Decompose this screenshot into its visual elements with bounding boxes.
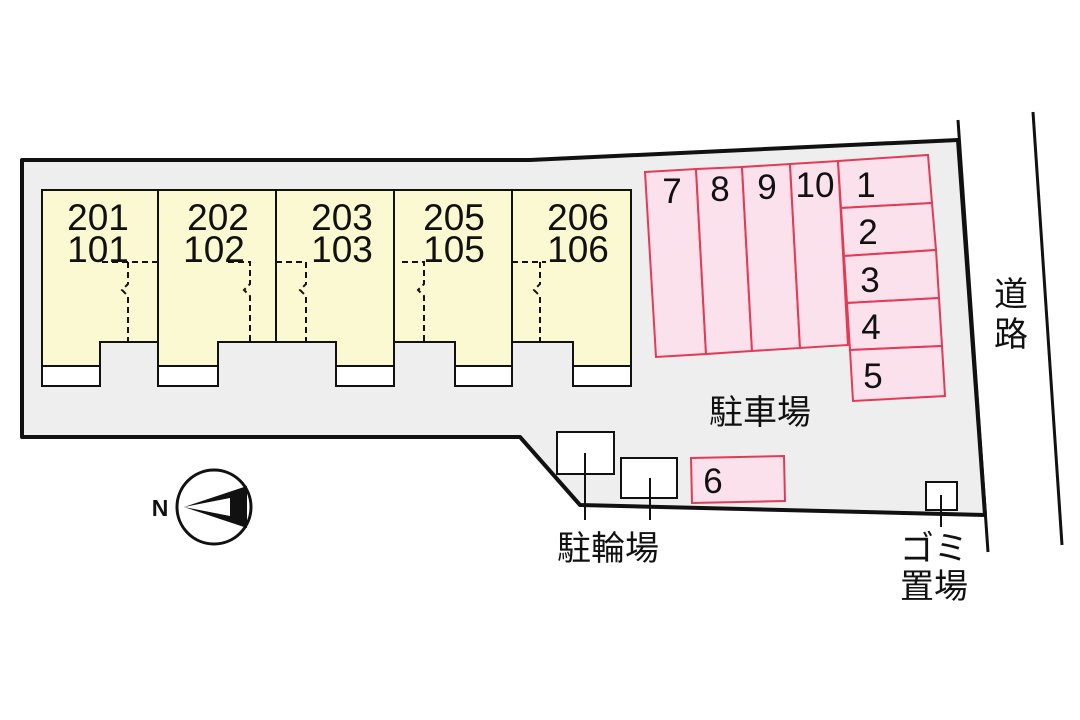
parking-vertical-group	[643, 159, 850, 359]
parking-slot-10	[788, 159, 850, 350]
unit-2-upper-label: 202	[187, 197, 249, 238]
parking-slot-2	[839, 201, 938, 258]
compass-north-label: N	[152, 495, 169, 521]
unit-4-lower-label: 105	[423, 229, 485, 270]
road-label-line2: 路	[994, 315, 1028, 355]
parking-slot-9-label: 9	[757, 168, 776, 207]
parking-slot-1	[836, 153, 934, 210]
parking-slot-7-label: 7	[662, 172, 681, 211]
unit-105-balcony	[454, 365, 513, 387]
road-label-line1: 道	[994, 275, 1028, 315]
garbage-label-line2: 置場	[900, 567, 968, 607]
parking-slot-5	[848, 344, 947, 403]
north-arrow-icon: N	[152, 468, 253, 546]
unit-2-lower-label: 102	[183, 229, 245, 270]
parking-slot-6-label: 6	[703, 462, 722, 501]
unit-106-balcony	[572, 365, 632, 387]
parking-slot-6	[689, 454, 787, 505]
unit-5-upper-label: 206	[547, 197, 609, 238]
unit-4-upper-label: 205	[423, 197, 485, 238]
unit-1-upper-label: 201	[67, 197, 129, 238]
unit-103-balcony	[335, 365, 395, 387]
bicycle-parking-label: 駐輪場	[557, 529, 659, 569]
unit-3-lower-label: 103	[311, 229, 373, 270]
parking-slot-8-label: 8	[710, 170, 729, 209]
unit-5-lower-label: 106	[547, 229, 609, 270]
parking-slot-2-label: 2	[858, 213, 877, 252]
parking-horizontal-group	[836, 153, 947, 403]
parking-slot-3-label: 3	[860, 261, 879, 300]
garbage-label-line1: ゴミ	[900, 529, 968, 569]
parking-slot-3	[842, 248, 941, 305]
unit-1-lower-label: 101	[67, 229, 129, 270]
road-edge-right	[1031, 111, 1064, 546]
unit-102-balcony	[157, 365, 219, 387]
parking-slot-1-label: 1	[856, 166, 875, 205]
parking-slot-4-label: 4	[861, 308, 880, 347]
unit-3-upper-label: 203	[311, 197, 373, 238]
parking-slot-5-label: 5	[863, 357, 882, 396]
stair-dashes	[102, 261, 546, 342]
unit-101-balcony	[41, 365, 101, 387]
road-edge-left	[956, 119, 990, 553]
parking-slot-10-label: 10	[796, 166, 835, 205]
parking-lot-label: 駐車場	[709, 393, 811, 433]
